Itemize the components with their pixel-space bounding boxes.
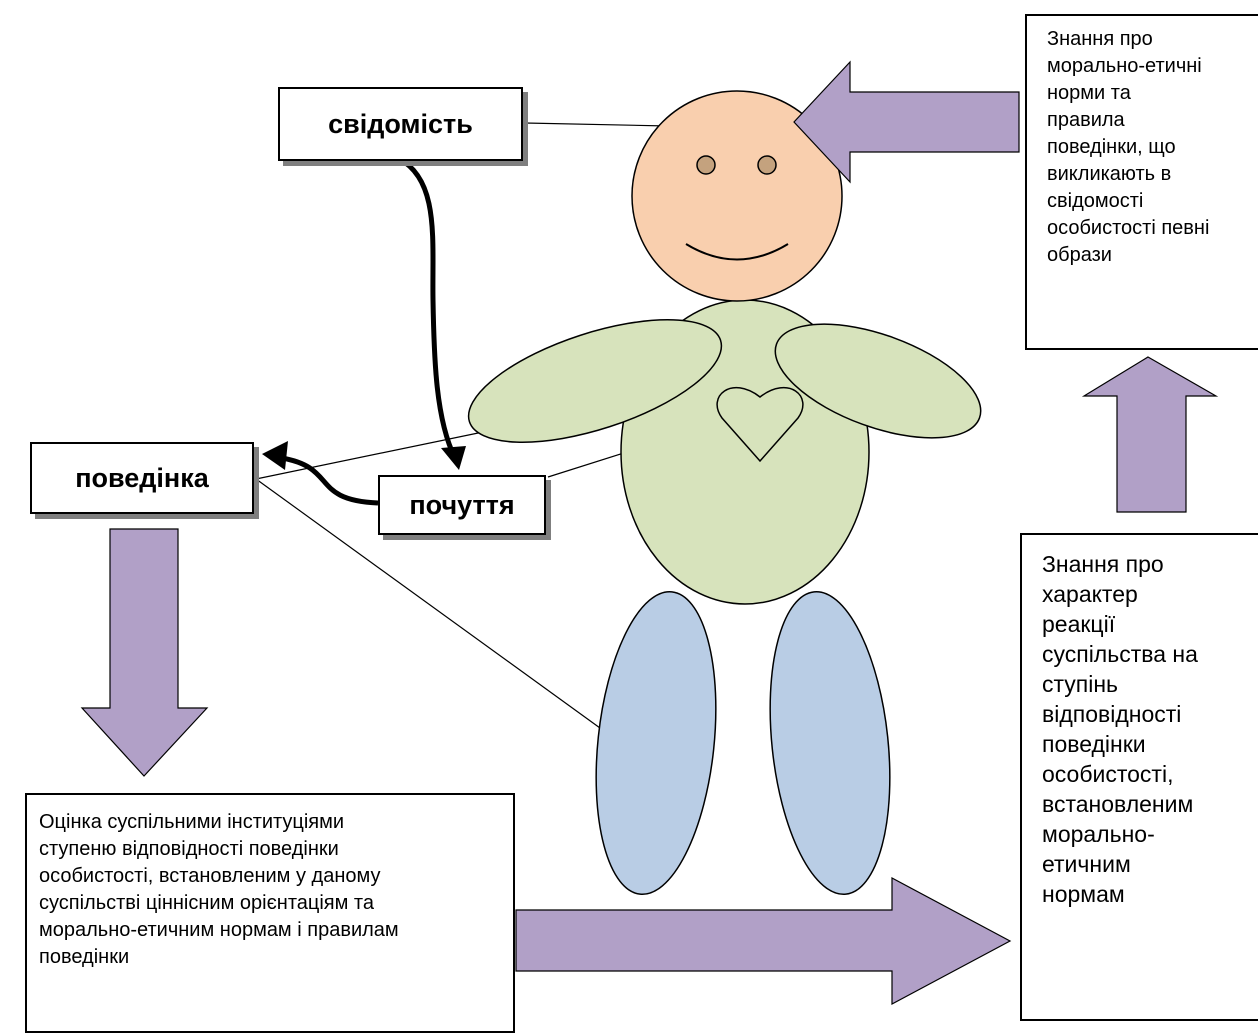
connector-leg-behavior (255, 478, 601, 729)
arrow-down-left (80, 528, 209, 777)
connector-head-consciousness (524, 122, 669, 127)
right-eye (757, 155, 777, 175)
right-arm (774, 323, 982, 439)
feelings-label: почуття (378, 475, 546, 535)
head (631, 90, 843, 302)
heart-icon (716, 386, 804, 463)
smile-icon (685, 243, 789, 261)
left-arm (467, 319, 723, 443)
society-reaction-box: Знання про характер реакції суспільства … (1020, 533, 1258, 1021)
arrow-into-head (793, 60, 1020, 184)
norms-knowledge-box: Знання про морально-етичні норми та прав… (1025, 14, 1258, 350)
left-leg (595, 590, 717, 896)
consciousness-label: свідомість (278, 87, 523, 161)
evaluation-box: Оцінка суспільними інституціями ступеню … (25, 793, 515, 1033)
arrow-right-bottom (515, 876, 1012, 1006)
curve-consciousness-to-feelings (396, 155, 458, 460)
left-eye (696, 155, 716, 175)
behavior-label: поведінка (30, 442, 254, 514)
arrowhead-to-behavior (262, 441, 288, 470)
arrow-up-right (1081, 356, 1219, 513)
right-leg (769, 590, 891, 896)
curve-feelings-to-behavior (281, 455, 379, 506)
arrowhead-to-feelings (441, 446, 466, 470)
